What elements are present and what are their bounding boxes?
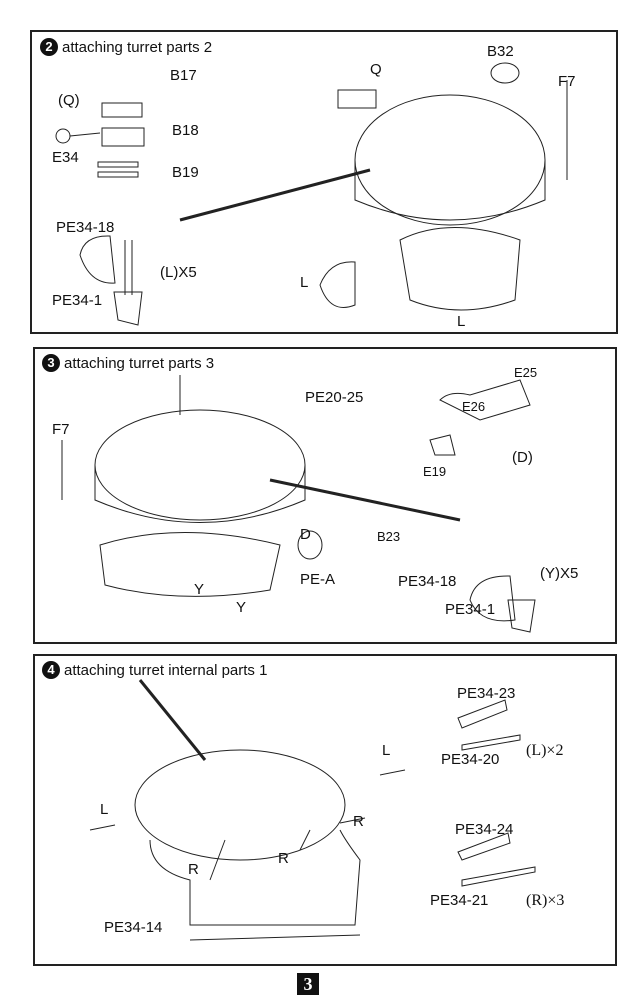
gun-barrel: [179, 168, 371, 222]
part-pe34-1: [113, 291, 143, 326]
label-yx5: (Y)X5: [540, 565, 579, 582]
label-d: D: [300, 526, 311, 543]
step-number: 2: [40, 38, 58, 56]
label-pe34-23: PE34-23: [457, 685, 516, 702]
label-f7: F7: [558, 73, 576, 90]
step-4-panel: [33, 654, 617, 966]
part-pe34-21: [461, 866, 536, 887]
part-pe34-14: [189, 934, 361, 941]
step-3-title: 3 attaching turret parts 3: [42, 354, 214, 372]
step-number: 4: [42, 661, 60, 679]
label-e25: E25: [514, 365, 538, 380]
label-e34: E34: [52, 149, 79, 166]
part-e19: [429, 434, 456, 456]
step-title-text: attaching turret parts 3: [64, 354, 215, 372]
label-b32: B32: [487, 43, 514, 60]
label-pe34-18: PE34-18: [56, 219, 115, 236]
label-l: L: [382, 742, 391, 759]
page-number: 3: [297, 973, 319, 995]
label-pe20-25: PE20-25: [305, 389, 364, 406]
part-b19: [97, 171, 139, 178]
label-e26: E26: [462, 399, 486, 414]
part-pe34-20: [461, 734, 521, 751]
step-3-panel: [33, 347, 617, 644]
step-2-panel: [30, 30, 618, 334]
part-b18: [101, 127, 145, 147]
label-l: L: [300, 274, 309, 291]
part-q: [337, 89, 377, 109]
part-pe34-1: [507, 599, 536, 633]
mud-flaps: [99, 532, 281, 597]
label-y: Y: [194, 581, 205, 598]
step-title-text: attaching turret internal parts 1: [64, 661, 268, 679]
label-pe34-1: PE34-1: [52, 292, 103, 309]
label-r: R: [353, 813, 364, 830]
label-b19: B19: [172, 164, 199, 181]
label-q-sub: (Q): [58, 92, 80, 109]
label-l: L: [100, 801, 109, 818]
part-pe34-18: [469, 575, 516, 622]
part-pe34-18: [79, 235, 116, 284]
label-pe34-14: PE34-14: [104, 919, 163, 936]
label-r: R: [278, 850, 289, 867]
label-pe34-24: PE34-24: [455, 821, 514, 838]
step-title-text: attaching turret parts 2: [62, 38, 213, 56]
label-e19: E19: [423, 464, 447, 479]
part-d: [297, 530, 323, 560]
label-rx3: (R)×3: [526, 892, 565, 909]
part-pe34-24: [457, 832, 511, 861]
label-pe34-21: PE34-21: [430, 892, 489, 909]
step-number: 3: [42, 354, 60, 372]
label-d-sub: (D): [512, 449, 533, 466]
label-l: L: [457, 313, 466, 330]
part-b32: [490, 62, 520, 84]
label-lx5: (L)X5: [160, 264, 197, 281]
step-4-title: 4 attaching turret internal parts 1: [42, 661, 267, 679]
label-lx2: (L)×2: [526, 742, 564, 759]
part-pe34-23: [457, 699, 508, 729]
label-q: Q: [370, 61, 382, 78]
mud-flaps: [399, 227, 521, 311]
label-f7: F7: [52, 421, 70, 438]
step-2-title: 2 attaching turret parts 2: [40, 38, 212, 56]
gun-barrel: [269, 478, 461, 522]
label-b17: B17: [170, 67, 197, 84]
label-pe-a: PE-A: [300, 571, 336, 588]
turret: [134, 749, 346, 861]
label-pe34-18: PE34-18: [398, 573, 457, 590]
part-b17: [101, 102, 143, 118]
label-b23: B23: [377, 529, 401, 544]
label-pe34-20: PE34-20: [441, 751, 500, 768]
label-pe34-1: PE34-1: [445, 601, 496, 618]
label-r: R: [188, 861, 199, 878]
parts-e25-e26: [439, 379, 531, 421]
label-y: Y: [236, 599, 247, 616]
label-b18: B18: [172, 122, 199, 139]
gun-barrel: [138, 679, 207, 761]
